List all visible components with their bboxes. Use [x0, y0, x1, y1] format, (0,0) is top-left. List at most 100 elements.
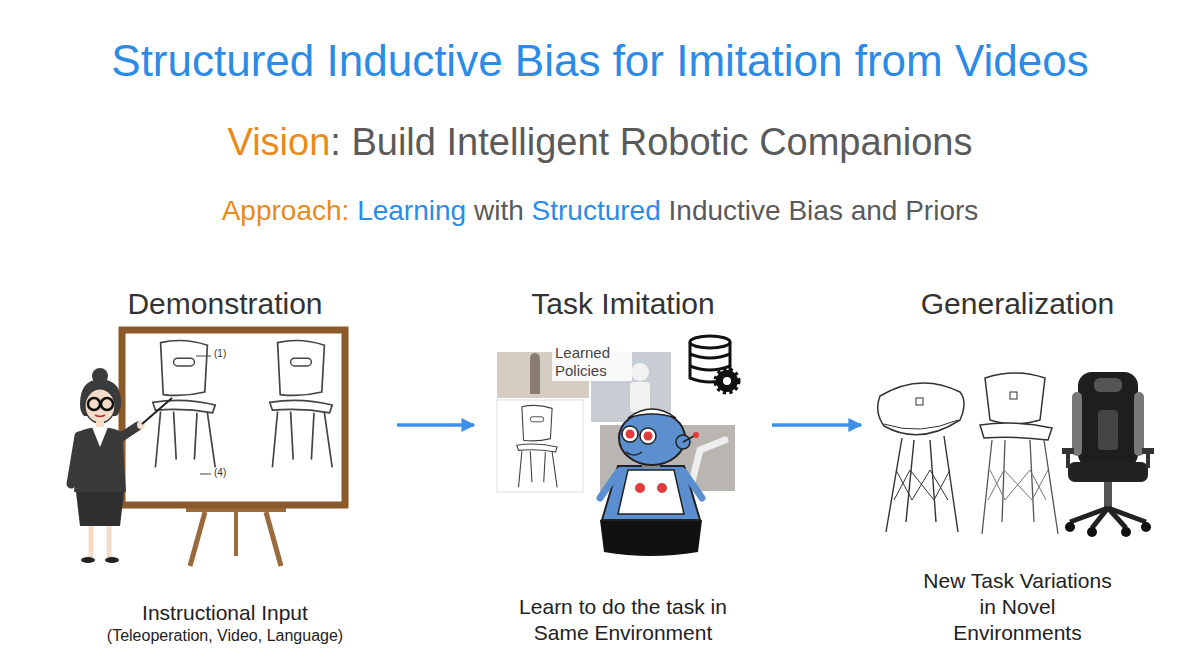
side-chair	[980, 373, 1058, 534]
vision-keyword: Vision	[228, 120, 331, 166]
photo-collage	[630, 382, 650, 412]
robot-figure	[618, 470, 684, 514]
chair-drawing	[200, 474, 211, 475]
teacher-figure	[92, 427, 108, 447]
easel	[186, 505, 286, 566]
subtitle-row: Approach:LearningwithStructuredInductive…	[0, 194, 1200, 228]
shell-chair	[916, 398, 923, 405]
gaming-chair	[1146, 452, 1150, 468]
side-chair	[980, 423, 1052, 440]
robot-figure	[657, 483, 667, 493]
shell-chair	[894, 470, 950, 500]
photo-collage	[631, 363, 649, 381]
column-caption: Learn to do the task in Same Environment	[507, 594, 739, 646]
shell-chair	[884, 420, 958, 429]
column-heading: Task Imitation	[531, 286, 714, 322]
subtitle-row: Vision: Build Intelligent Robotic Compan…	[0, 120, 1200, 166]
easel	[190, 512, 205, 566]
robot-figure	[640, 428, 656, 444]
robot-figure	[600, 409, 702, 556]
side-chair	[1030, 440, 1034, 522]
caption-group: New Task Variations in Novel Environment…	[915, 568, 1120, 646]
side-chair	[982, 440, 992, 534]
flow-arrow	[397, 423, 474, 427]
side-chair	[1044, 440, 1058, 534]
teacher-figure	[85, 389, 115, 423]
gaming-chair	[1141, 522, 1151, 532]
shell-chair	[930, 440, 936, 522]
teacher-figure	[107, 526, 112, 558]
teacher-figure	[71, 436, 79, 484]
robot-figure	[644, 432, 653, 441]
chair-drawing	[270, 341, 332, 468]
gaming-chair	[1066, 452, 1070, 468]
gaming-chair	[1087, 527, 1097, 537]
approach-text: with	[474, 194, 524, 228]
title-row: Structured Inductive Bias for Imitation …	[0, 36, 1200, 87]
database-icon	[690, 336, 730, 348]
column-heading: Generalization	[921, 286, 1114, 322]
column-panel: GeneralizationNew Task Variations in Nov…	[865, 286, 1170, 646]
robot-figure	[684, 472, 702, 498]
robot-figure	[600, 472, 618, 498]
board	[122, 330, 345, 505]
database-icon	[716, 370, 738, 392]
database-icon	[690, 336, 738, 392]
column-panel: Task ImitationLearn to do the task in Sa…	[478, 286, 768, 646]
flow-arrow	[772, 423, 861, 427]
easel	[234, 512, 238, 556]
photo-collage	[497, 400, 583, 492]
caption-group: Instructional Input(Teleoperation, Video…	[65, 600, 385, 646]
side-chair	[1002, 440, 1005, 522]
image-label: Learned Policies	[552, 343, 632, 381]
teacher-figure	[76, 492, 124, 526]
gaming-chair	[1072, 392, 1082, 456]
chair-drawing	[196, 356, 211, 357]
approach-highlight: Learning	[357, 194, 466, 228]
shell-chair	[944, 436, 958, 532]
gaming-chair	[1092, 508, 1108, 528]
chair-drawing	[153, 341, 332, 474]
title: Structured Inductive Bias for Imitation …	[111, 36, 1088, 87]
teacher-figure	[142, 398, 172, 424]
teacher-figure	[101, 398, 113, 410]
photo-collage	[517, 405, 557, 487]
teacher-figure	[105, 557, 119, 563]
photo-collage	[530, 360, 540, 394]
board	[122, 330, 345, 505]
shell-chair	[906, 440, 914, 522]
chair-drawing	[153, 341, 215, 468]
shell-chair	[886, 438, 902, 532]
approach-highlight: Structured	[532, 194, 661, 228]
teacher-figure	[89, 526, 94, 558]
callout-number: (1)	[214, 348, 226, 360]
robot-figure	[622, 426, 638, 442]
database-icon	[716, 370, 738, 392]
gaming-chair	[1065, 522, 1075, 532]
robot-figure	[626, 452, 642, 455]
robot-figure	[693, 432, 699, 438]
approach-keyword: Approach:	[222, 194, 350, 228]
teacher-figure	[88, 398, 100, 410]
database-icon	[723, 377, 731, 385]
gaming-chair	[1121, 527, 1131, 537]
teacher-figure	[120, 426, 138, 438]
vision-text: : Build Intelligent Robotic Companions	[330, 120, 972, 166]
gaming-chair	[1134, 392, 1144, 456]
gaming-chair	[1108, 508, 1126, 528]
column-caption: New Task Variations in Novel Environment…	[915, 568, 1120, 646]
shell-chair	[878, 383, 964, 435]
teacher-figure	[95, 415, 105, 417]
robot-figure	[683, 436, 694, 442]
gaming-chair	[1078, 372, 1138, 468]
column-panel: DemonstrationInstructional Input(Teleope…	[57, 286, 393, 646]
robot-figure	[619, 411, 685, 465]
robot-figure	[628, 409, 676, 418]
gaming-chair	[1062, 372, 1154, 537]
column-caption: Instructional Input	[65, 600, 385, 626]
photo-collage	[530, 353, 540, 363]
column-caption: (Teleoperation, Video, Language)	[65, 626, 385, 646]
teacher-figure	[81, 557, 95, 563]
teacher-figure	[96, 421, 104, 428]
